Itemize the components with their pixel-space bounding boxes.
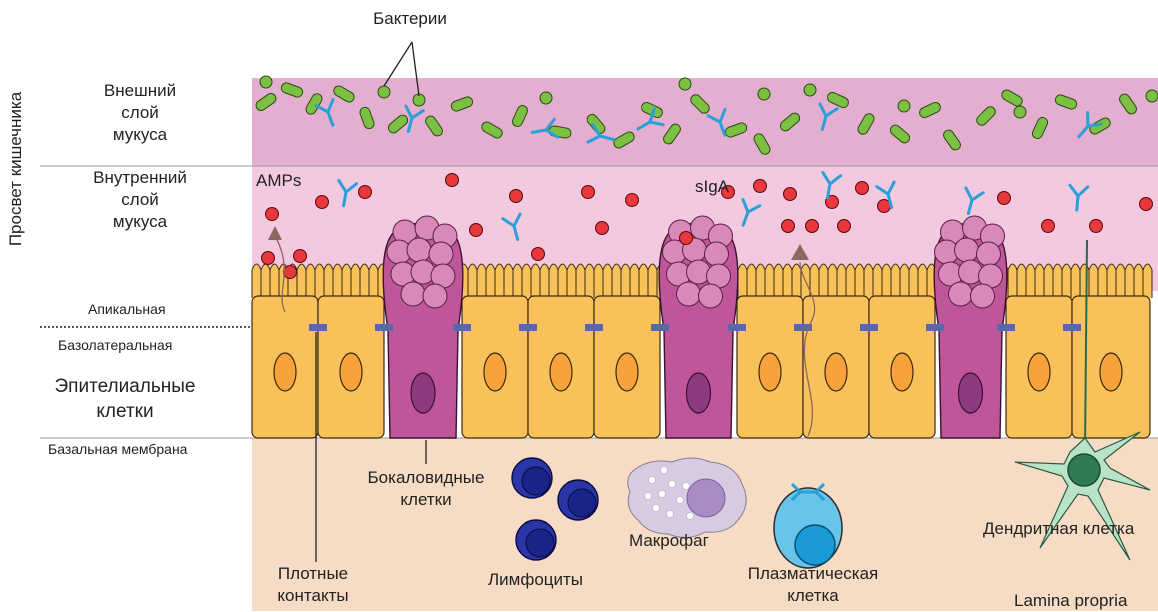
tight-junctions-label: Плотные контакты bbox=[258, 563, 368, 607]
epithelial-nucleus bbox=[1100, 353, 1122, 391]
vesicle-dot bbox=[645, 493, 652, 500]
tight-junction bbox=[519, 324, 537, 331]
amp-molecule bbox=[680, 232, 693, 245]
vesicle-dot bbox=[683, 483, 690, 490]
amp-molecule bbox=[784, 188, 797, 201]
tight-junction bbox=[375, 324, 393, 331]
amp-molecule bbox=[262, 252, 275, 265]
amp-molecule bbox=[532, 248, 545, 261]
amp-molecule bbox=[998, 192, 1011, 205]
coccus-bacterium bbox=[260, 76, 272, 88]
goblet-cell bbox=[383, 216, 463, 438]
coccus-bacterium bbox=[758, 88, 770, 100]
amp-molecule bbox=[806, 220, 819, 233]
basolateral-label: Базолатеральная bbox=[58, 336, 172, 354]
tight-junction bbox=[309, 324, 327, 331]
coccus-bacterium bbox=[540, 92, 552, 104]
amp-molecule bbox=[446, 174, 459, 187]
outer-mucus-label: Внешний слой мукуса bbox=[80, 80, 200, 146]
amp-molecule bbox=[294, 250, 307, 263]
amp-molecule bbox=[582, 186, 595, 199]
tight-junction bbox=[926, 324, 944, 331]
goblet-cell bbox=[659, 216, 738, 438]
amp-molecule bbox=[470, 224, 483, 237]
macrophage-label: Макрофаг bbox=[629, 530, 709, 552]
lymphocyte bbox=[512, 458, 552, 498]
epithelial-nucleus bbox=[891, 353, 913, 391]
vesicle-dot bbox=[653, 505, 660, 512]
plasma-cell-label: Плазматическая клетка bbox=[718, 563, 908, 607]
tight-junction bbox=[860, 324, 878, 331]
amp-molecule bbox=[284, 266, 297, 279]
vesicle-dot bbox=[687, 513, 694, 520]
coccus-bacterium bbox=[1014, 106, 1026, 118]
tight-junction bbox=[997, 324, 1015, 331]
amp-molecule bbox=[856, 182, 869, 195]
epithelial-label: Эпителиальные клетки bbox=[40, 374, 210, 424]
amp-molecule bbox=[510, 190, 523, 203]
epithelial-nucleus bbox=[550, 353, 572, 391]
tight-junction bbox=[585, 324, 603, 331]
vesicle-dot bbox=[677, 497, 684, 504]
amp-molecule bbox=[1042, 220, 1055, 233]
amp-molecule bbox=[316, 196, 329, 209]
dendritic-cell-label: Дендритная клетка bbox=[983, 518, 1134, 540]
epithelial-nucleus bbox=[825, 353, 847, 391]
coccus-bacterium bbox=[804, 84, 816, 96]
amp-molecule bbox=[782, 220, 795, 233]
tight-junction bbox=[651, 324, 669, 331]
lamina-propria-label: Lamina propria bbox=[1014, 590, 1127, 612]
lymphocyte bbox=[558, 480, 598, 520]
coccus-bacterium bbox=[679, 78, 691, 90]
amp-molecule bbox=[626, 194, 639, 207]
amp-molecule bbox=[838, 220, 851, 233]
epithelial-nucleus bbox=[274, 353, 296, 391]
amp-molecule bbox=[1140, 198, 1153, 211]
amp-molecule bbox=[596, 222, 609, 235]
amp-molecule bbox=[754, 180, 767, 193]
vesicle-dot bbox=[669, 481, 676, 488]
apical-label: Апикальная bbox=[88, 300, 166, 318]
amp-molecule bbox=[359, 186, 372, 199]
epithelial-nucleus bbox=[759, 353, 781, 391]
amps-label: AMPs bbox=[256, 170, 301, 192]
vesicle-dot bbox=[667, 511, 674, 518]
goblet-cells-label: Бокаловидные клетки bbox=[344, 467, 508, 511]
lumen-label: Просвет кишечника bbox=[5, 89, 27, 249]
bacteria-label: Бактерии bbox=[350, 8, 470, 30]
vesicle-dot bbox=[659, 491, 666, 498]
amp-molecule bbox=[266, 208, 279, 221]
siga-label: sIgA bbox=[695, 176, 729, 198]
goblet-cell bbox=[934, 216, 1007, 438]
vesicle-dot bbox=[661, 467, 668, 474]
vesicle-dot bbox=[649, 477, 656, 484]
epithelial-nucleus bbox=[1028, 353, 1050, 391]
macrophage bbox=[628, 458, 746, 538]
amp-molecule bbox=[1090, 220, 1103, 233]
tight-junction bbox=[1063, 324, 1081, 331]
epithelial-nucleus bbox=[616, 353, 638, 391]
lymphocyte bbox=[516, 520, 556, 560]
basement-membrane-label: Базальная мембрана bbox=[48, 440, 187, 458]
epithelial-nucleus bbox=[340, 353, 362, 391]
coccus-bacterium bbox=[378, 86, 390, 98]
lymphocytes-label: Лимфоциты bbox=[488, 569, 583, 591]
epithelial-nucleus bbox=[484, 353, 506, 391]
tight-junction bbox=[728, 324, 746, 331]
coccus-bacterium bbox=[1146, 90, 1158, 102]
tight-junction bbox=[453, 324, 471, 331]
coccus-bacterium bbox=[898, 100, 910, 112]
inner-mucus-label: Внутренний слой мукуса bbox=[70, 167, 210, 233]
